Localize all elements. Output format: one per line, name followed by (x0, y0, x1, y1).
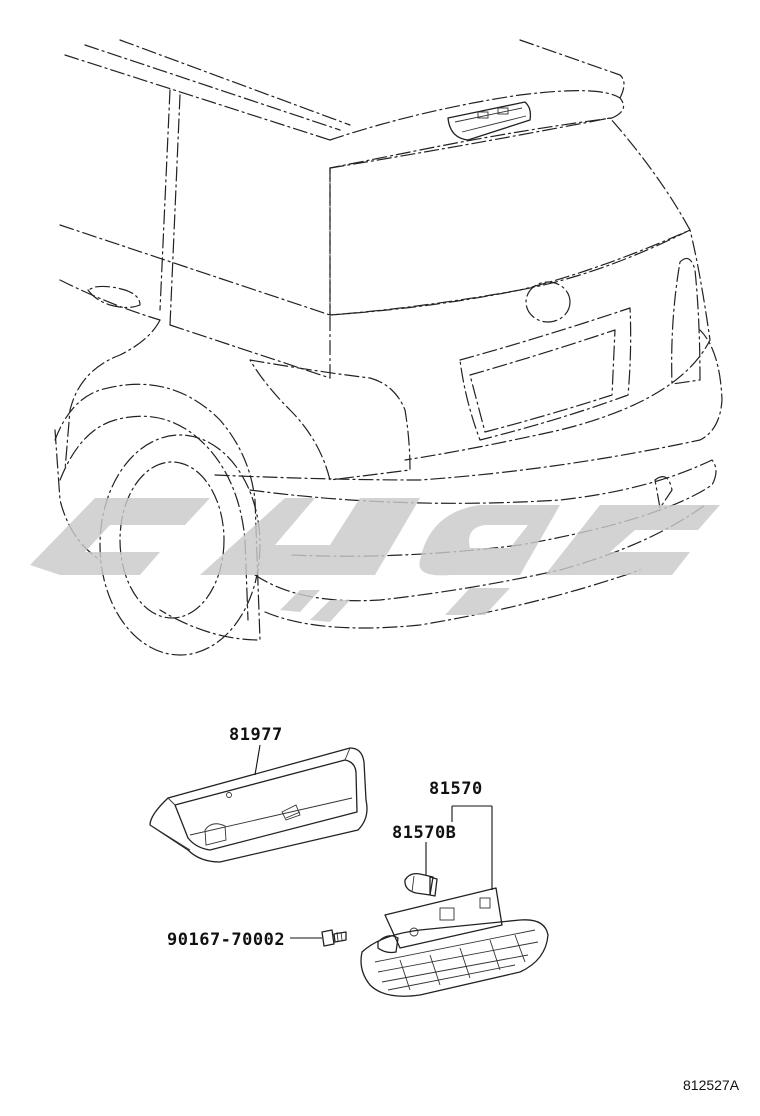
screw-part-90167-70002 (321, 929, 347, 947)
watermark-logo (30, 498, 720, 622)
part-number-lamp-assy: 81570 (429, 779, 483, 799)
part-number-cover: 81977 (229, 725, 283, 745)
high-mount-lamp-location (447, 101, 532, 141)
bulb-part-81570b (404, 872, 438, 897)
leader-lines (254, 744, 493, 939)
lamp-assembly-part-81570 (360, 887, 549, 997)
part-number-bulb: 81570B (392, 823, 456, 843)
cover-part-81977 (149, 747, 368, 863)
figure-code: 812527A (683, 1077, 740, 1093)
part-number-screw: 90167-70002 (167, 930, 285, 950)
